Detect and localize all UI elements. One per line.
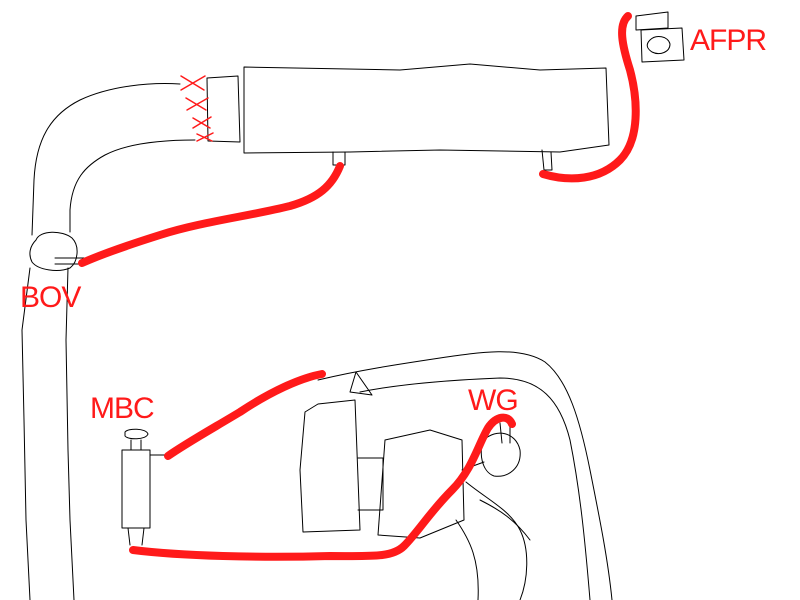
intake-plenum <box>243 63 610 154</box>
mbc-label: MBC <box>90 392 154 425</box>
x-mark <box>185 97 209 111</box>
throttle-body <box>206 75 241 143</box>
plenum-vacuum-port-right <box>541 149 553 171</box>
bov-body <box>29 231 85 271</box>
vacuum-lines <box>78 12 640 561</box>
plenum-to-afpr-line <box>539 12 640 183</box>
wg-label: WG <box>468 384 518 417</box>
intercooler-pipe <box>21 83 196 600</box>
afpr-label: AFPR <box>690 24 766 57</box>
x-mark <box>196 132 214 142</box>
throttle-body-x-marks <box>180 75 214 142</box>
turbo-assembly <box>299 351 613 600</box>
x-mark <box>192 116 212 129</box>
x-mark <box>180 75 206 91</box>
mbc-body <box>121 428 167 546</box>
plenum-to-bov-line <box>78 162 344 267</box>
bov-label: BOV <box>20 281 81 314</box>
mbc-to-wastegate-line <box>129 413 516 561</box>
compressor-to-mbc-line <box>164 370 326 460</box>
afpr-body <box>635 11 685 63</box>
